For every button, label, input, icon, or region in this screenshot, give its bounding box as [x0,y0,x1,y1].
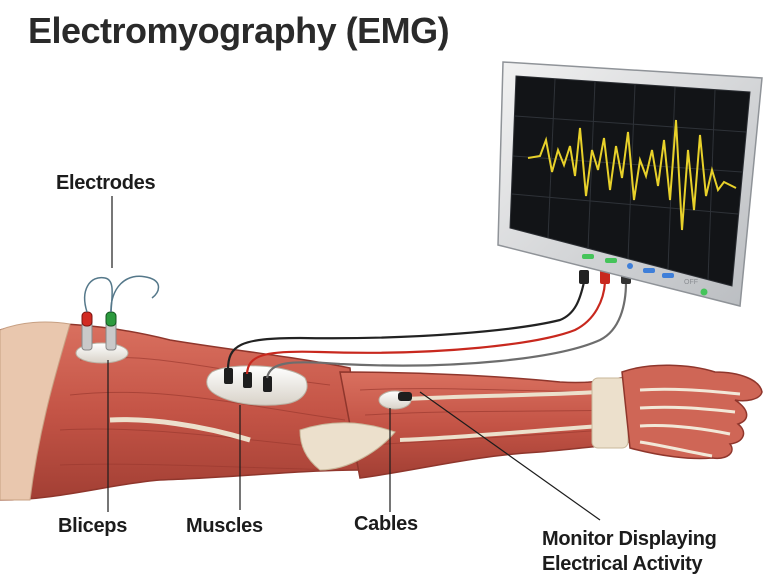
label-biceps: Bliceps [58,515,127,538]
label-muscles: Muscles [186,515,263,538]
cables [228,282,626,378]
label-monitor-line1: Monitor Displaying [542,528,717,551]
label-monitor-line2: Electrical Activity [542,553,702,576]
label-electrodes: Electrodes [56,172,155,195]
monitor-icon: OFF [498,62,762,306]
power-text: OFF [684,279,698,286]
label-cables: Cables [354,513,418,536]
cable-clip [379,391,412,409]
hand [622,365,762,458]
